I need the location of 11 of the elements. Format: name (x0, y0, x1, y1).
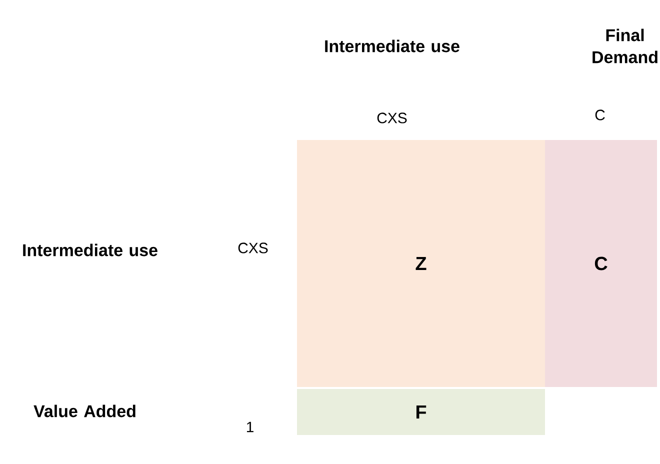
column-heading: Final Demand (592, 28, 658, 64)
dimension-label: 1 (246, 422, 254, 432)
row-heading: Intermediate use (23, 244, 158, 256)
matrix-block: C (545, 140, 657, 387)
dimension-label: CXS (377, 112, 407, 124)
row-heading: Value Added (34, 404, 136, 418)
matrix-block: F (297, 389, 545, 435)
matrix-block: Z (297, 140, 545, 387)
dimension-label: CXS (238, 242, 268, 254)
column-heading: Intermediate use (325, 40, 460, 52)
dimension-label: C (595, 110, 605, 120)
